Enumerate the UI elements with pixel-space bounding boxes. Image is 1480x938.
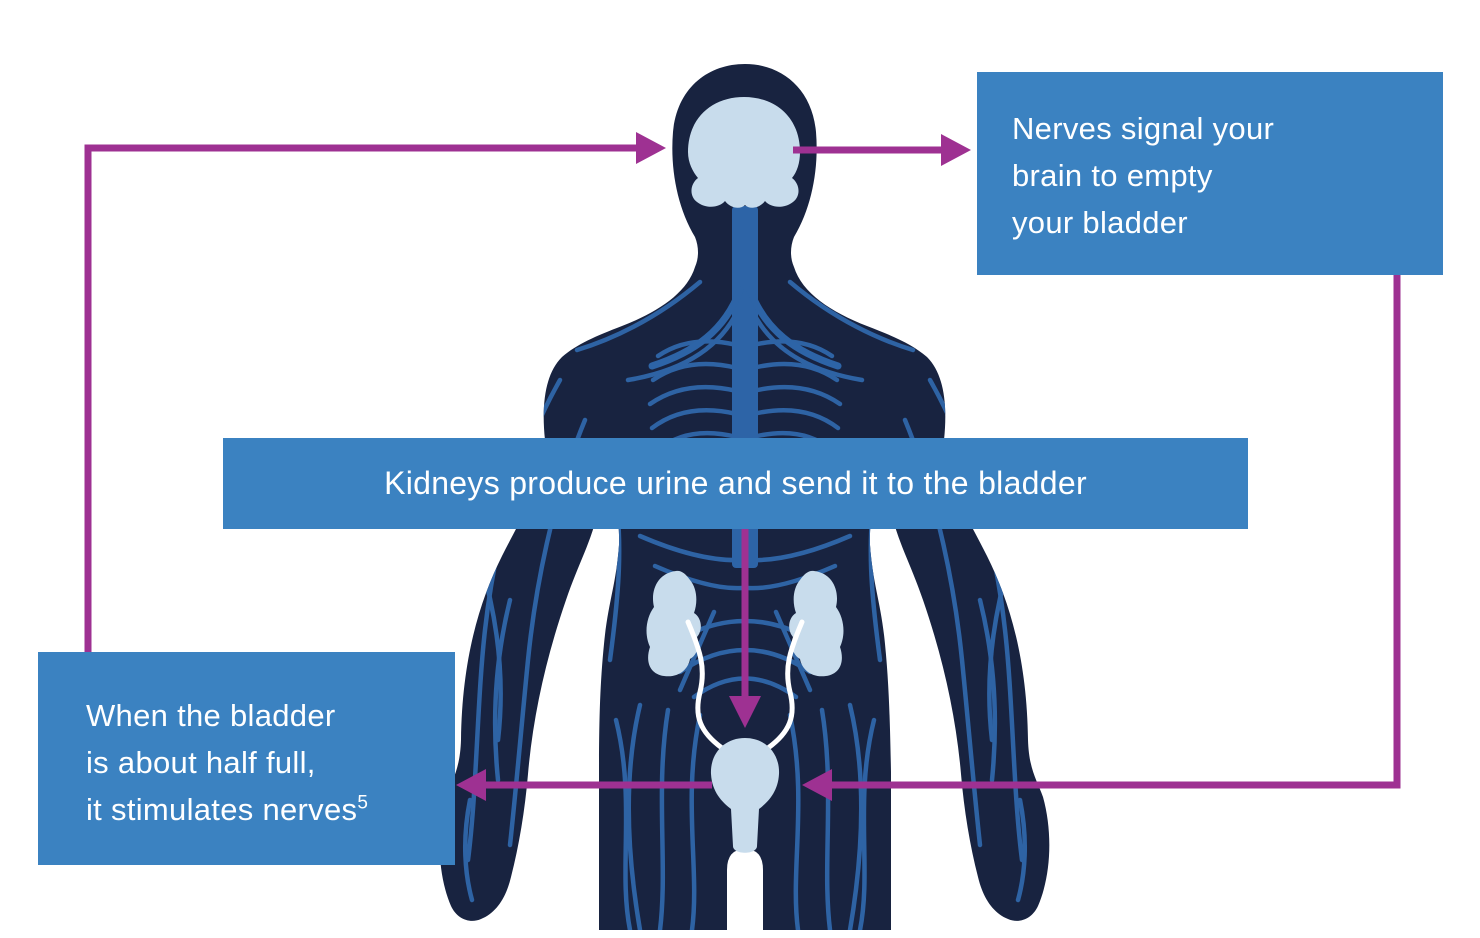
info-banner-kidneys: Kidneys produce urine and send it to the… (223, 438, 1248, 529)
leg-gap (727, 849, 763, 930)
neck-nerve-branch-left (648, 286, 744, 370)
info-box-nerves-signal: Nerves signal your brain to empty your b… (977, 72, 1443, 275)
ureter-left (685, 619, 725, 751)
info-box-bladder-line2: is about half full, (86, 745, 316, 780)
info-box-bladder-line3: it stimulates nerves5 (86, 792, 369, 827)
footnote-marker: 5 (357, 792, 369, 814)
organs (646, 97, 844, 677)
brain (688, 97, 800, 208)
info-box-nerves-signal-line2: brain to empty (1012, 158, 1213, 193)
info-box-nerves-signal-line1: Nerves signal your (1012, 111, 1275, 146)
info-box-nerves-signal-line3: your bladder (1012, 205, 1188, 240)
bladder (710, 738, 780, 853)
ureters (685, 619, 805, 751)
info-banner-kidneys-text: Kidneys produce urine and send it to the… (384, 465, 1087, 501)
kidney-left (646, 570, 701, 677)
info-box-bladder-half-full: When the bladder is about half full, it … (38, 652, 455, 865)
kidney-right (789, 570, 844, 677)
neck-nerve-branch-right (746, 286, 842, 370)
ureter-right (765, 619, 805, 751)
info-box-bladder-line1: When the bladder (86, 698, 336, 733)
